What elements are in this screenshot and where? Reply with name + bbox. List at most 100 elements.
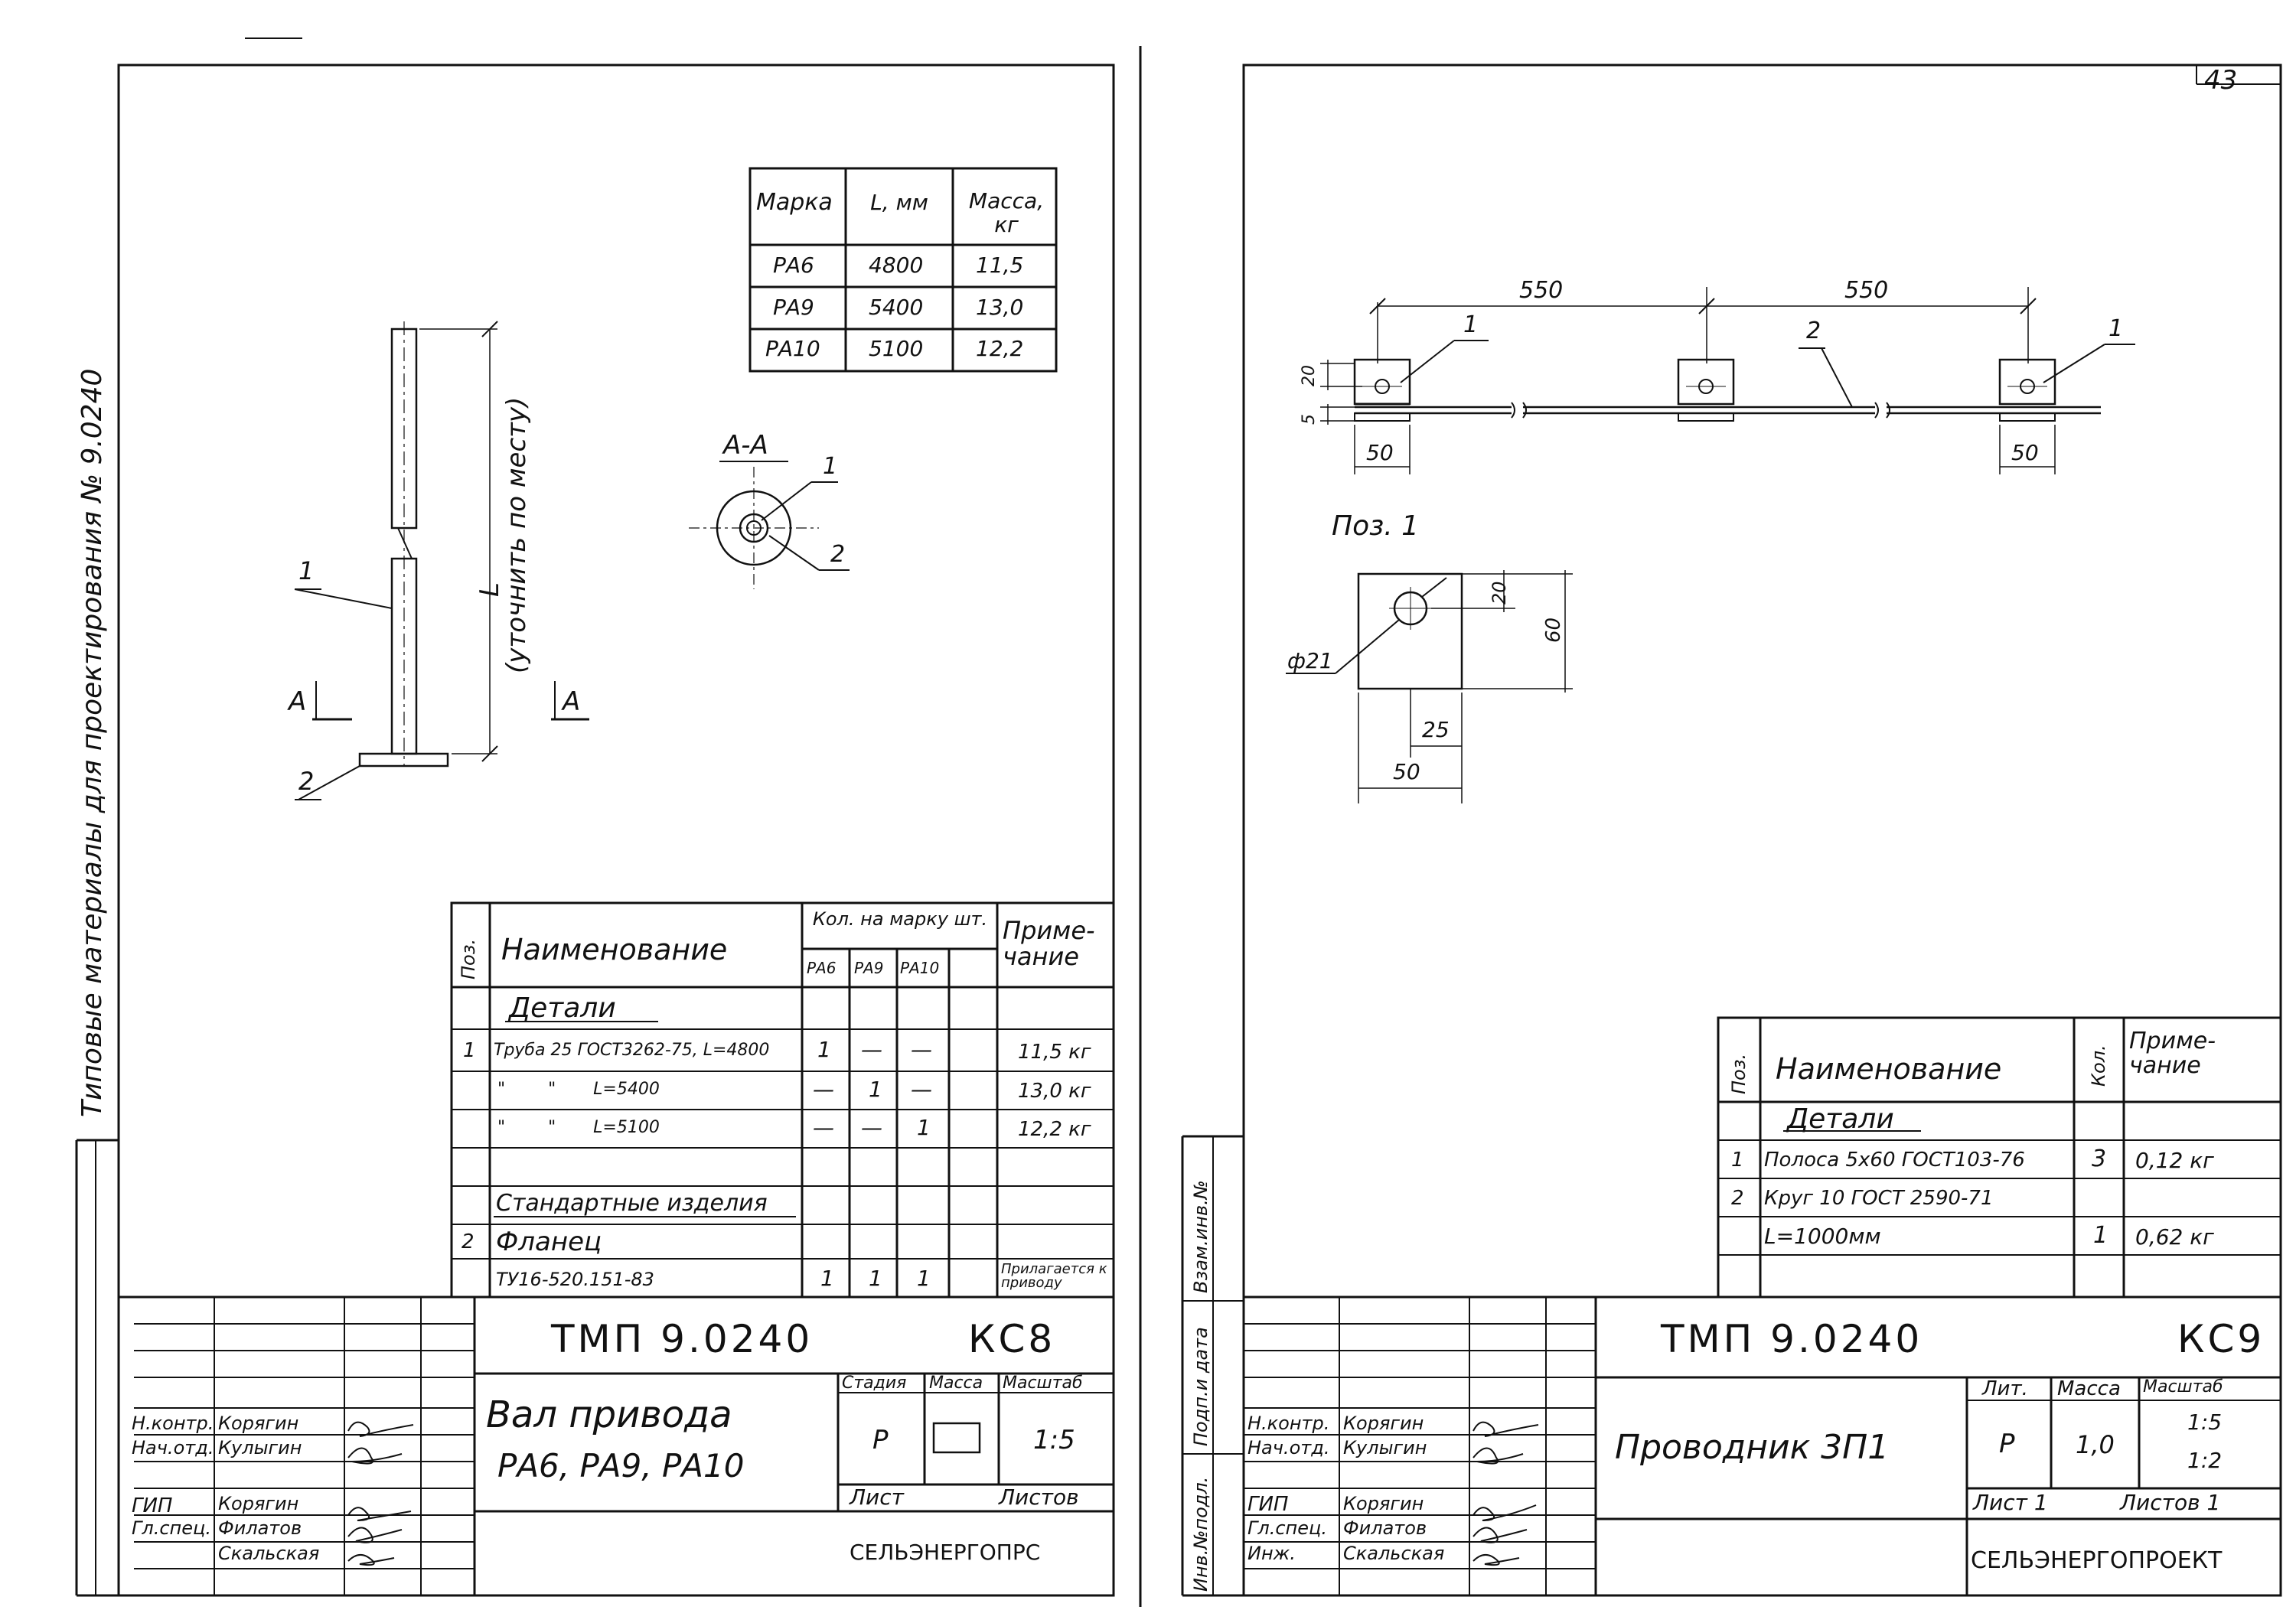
tb2-lists: Листов 1 xyxy=(2120,1490,2221,1515)
dim-length-label: L xyxy=(475,582,505,597)
detail-dim-25: 25 xyxy=(1422,717,1450,742)
detail-dim-50: 50 xyxy=(1393,759,1420,784)
mass-row-2-mass: 13,0 xyxy=(976,295,1024,320)
spec1-row-standard: Стандартные изделия xyxy=(496,1190,768,1217)
tb2-lit: Р xyxy=(1999,1429,2015,1459)
tb1-list-h: Лист xyxy=(850,1484,904,1510)
tb2-mass-h: Масса xyxy=(2057,1377,2121,1400)
mass-row-1-length: 4800 xyxy=(869,253,924,278)
tb2-list: Лист 1 xyxy=(1973,1490,2048,1515)
tb2-code: ТМП 9.0240 xyxy=(1661,1317,1923,1361)
spec1-row1-q2: — xyxy=(861,1037,882,1062)
spec1-row2-q2: 1 xyxy=(869,1077,882,1102)
spec1-h-note: Приме-чание xyxy=(1003,916,1095,971)
mass-row-3-mark: РА10 xyxy=(765,336,820,361)
tb1-scale: 1:5 xyxy=(1033,1425,1075,1455)
dim-length-symbol: L xyxy=(475,582,505,597)
spec1-h-qty: Кол. на марку шт. xyxy=(812,908,988,930)
tb2-org: СЕЛЬЭНЕРГОПРОЕКТ xyxy=(1971,1547,2223,1574)
cut-mark-right: А xyxy=(563,686,581,717)
tb1-sheet-code: КС8 xyxy=(968,1317,1056,1361)
spec2-row1-name: Полоса 5х60 ГОСТ103-76 xyxy=(1764,1149,2025,1172)
tb1-role-5: Гл.спец. xyxy=(132,1517,211,1539)
tb2-title: Проводник 3П1 xyxy=(1615,1428,1890,1467)
dim-50-left: 50 xyxy=(1366,440,1394,465)
spec1-row2-q3: — xyxy=(911,1077,932,1102)
dim-550-right: 550 xyxy=(1844,277,1889,304)
detail-dim-20: 20 xyxy=(1489,581,1510,605)
spec2-row3-qty: 1 xyxy=(2093,1222,2108,1249)
tb2-lit-h: Лит. xyxy=(1982,1377,2028,1400)
spec1-row3-name: " " L=5100 xyxy=(497,1118,660,1137)
stamp-vzam-inv: Взам.инв.№ xyxy=(1190,1180,1212,1293)
mass-row-2-length: 5400 xyxy=(869,295,924,320)
spec1-row3-q1: — xyxy=(813,1115,834,1140)
spec1-row2-q1: — xyxy=(813,1077,834,1102)
spec2-row3-name: L=1000мм xyxy=(1764,1224,1881,1249)
tb2-role-2: Нач.отд. xyxy=(1247,1437,1330,1458)
tb2-role-6: Инж. xyxy=(1247,1543,1296,1564)
spec1-row1-name: Труба 25 ГОСТ3262-75, L=4800 xyxy=(494,1041,770,1060)
spec1-h-mark-2: РА9 xyxy=(854,959,884,977)
spec2-row1-note: 0,12 кг xyxy=(2135,1148,2214,1173)
spec2-row2-pos: 2 xyxy=(1731,1187,1744,1210)
tb2-role-4: ГИП xyxy=(1247,1493,1289,1516)
page-number: 43 xyxy=(2204,65,2238,96)
spec1-row-details: Детали xyxy=(509,992,616,1024)
mass-row-2-mark: РА9 xyxy=(773,295,814,320)
spec1-row3-note: 12,2 кг xyxy=(1018,1118,1091,1141)
tb2-role-5: Гл.спец. xyxy=(1247,1517,1327,1539)
spec1-row1-note: 11,5 кг xyxy=(1018,1041,1091,1064)
spec1-row7-note: Прилагается к приводу xyxy=(1001,1261,1107,1291)
section-pos1-label: 1 xyxy=(823,453,838,480)
tb2-scale-2: 1:2 xyxy=(2187,1448,2223,1473)
tb2-name-1: Корягин xyxy=(1343,1413,1424,1434)
spec1-row1-q1: 1 xyxy=(817,1037,831,1062)
detail-title: Поз. 1 xyxy=(1332,510,1420,542)
spec1-row7-name: ТУ16-520.151-83 xyxy=(496,1269,654,1290)
shaft-pos2-label: 2 xyxy=(298,767,315,796)
cut-mark-left: А xyxy=(289,686,307,717)
dim-50-right: 50 xyxy=(2011,440,2039,465)
tb1-stage-h: Стадия xyxy=(842,1374,907,1393)
spec1-row3-q2: — xyxy=(861,1115,882,1140)
side-title: Типовые материалы для проектирования № 9… xyxy=(77,368,108,1117)
plate-pos1-right: 1 xyxy=(2108,315,2124,342)
shaft-pos1-label: 1 xyxy=(298,556,315,585)
dim-5-side: 5 xyxy=(1300,414,1319,425)
mass-row-3-mass: 12,2 xyxy=(976,336,1024,361)
dim-550-left: 550 xyxy=(1519,277,1564,304)
spec1-row1-q3: — xyxy=(911,1037,932,1062)
detail-dim-60: 60 xyxy=(1542,617,1565,643)
tb1-stage: Р xyxy=(872,1425,889,1455)
tb2-sheet-code: КС9 xyxy=(2177,1317,2265,1361)
spec1-row3-q3: 1 xyxy=(917,1115,931,1140)
spec1-h-name: Наименование xyxy=(501,933,728,966)
spec2-row1-pos: 1 xyxy=(1731,1149,1744,1172)
tb1-lists-h: Листов xyxy=(999,1484,1079,1510)
tb2-name-6: Скальская xyxy=(1343,1543,1445,1564)
tb2-name-5: Филатов xyxy=(1343,1517,1427,1539)
tb1-role-1: Н.контр. xyxy=(132,1413,214,1434)
tb1-name-1: Корягин xyxy=(218,1413,299,1434)
mass-table-h-mark: Марка xyxy=(756,189,833,216)
spec2-row3-note: 0,62 кг xyxy=(2135,1224,2214,1250)
tb2-role-1: Н.контр. xyxy=(1247,1413,1330,1434)
spec1-row7-q2: 1 xyxy=(869,1266,882,1291)
spec1-row6-name: Фланец xyxy=(496,1227,602,1257)
plate-pos1-left: 1 xyxy=(1463,311,1479,338)
tb1-title-line1: Вал привода xyxy=(486,1393,732,1436)
tb1-org: СЕЛЬЭНЕРГОПРС xyxy=(850,1540,1041,1565)
spec1-row2-note: 13,0 кг xyxy=(1018,1080,1091,1103)
spec1-row2-name: " " L=5400 xyxy=(497,1080,660,1099)
spec2-h-pos: Поз. xyxy=(1728,1053,1750,1094)
tb1-mass-h: Масса xyxy=(929,1374,983,1393)
tb1-name-5: Филатов xyxy=(218,1517,302,1539)
tb2-name-4: Корягин xyxy=(1343,1493,1424,1514)
spec2-h-name: Наименование xyxy=(1776,1052,2002,1086)
spec2-h-note: Приме-чание xyxy=(2129,1028,2216,1079)
mass-table-h-length: L, мм xyxy=(870,190,928,215)
tb1-title-line2: РА6, РА9, РА10 xyxy=(497,1447,745,1484)
tb2-scale-h: Масштаб xyxy=(2143,1377,2223,1396)
spec1-row7-q3: 1 xyxy=(917,1266,931,1291)
